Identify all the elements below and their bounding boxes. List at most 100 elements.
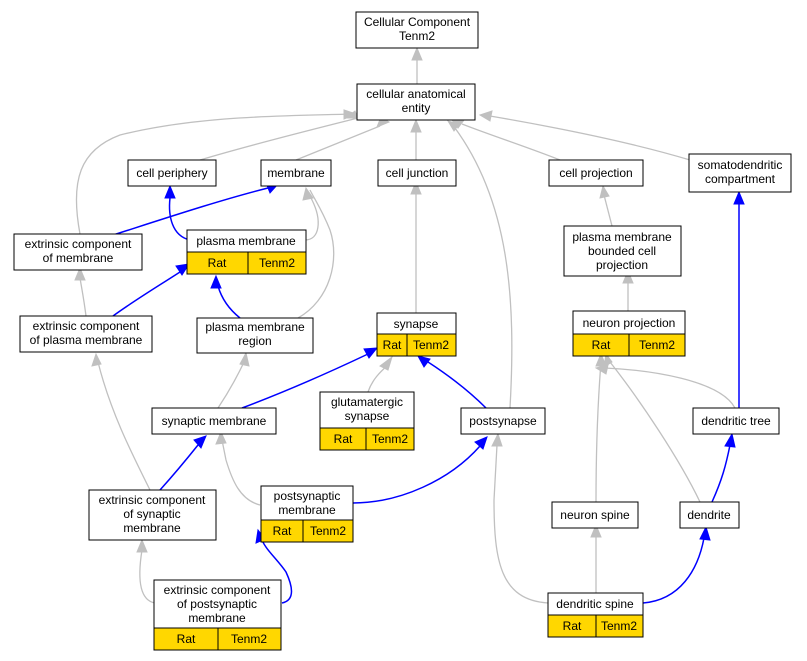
node-dendritic-spine[interactable]: dendritic spine Rat Tenm2 xyxy=(547,592,644,638)
gene-label: Tenm2 xyxy=(310,524,346,538)
arrowhead xyxy=(446,120,460,132)
arrowhead xyxy=(302,186,314,201)
edge-synmem-to-synapse xyxy=(241,353,369,409)
node-label: of synaptic xyxy=(123,507,180,521)
arrowhead xyxy=(193,435,207,449)
edge-extsyn-to-synmem xyxy=(221,439,261,506)
node-label: postsynaptic xyxy=(274,489,341,503)
gene-label: Tenm2 xyxy=(372,432,408,446)
node-label: plasma membrane xyxy=(196,234,296,248)
species-label: Rat xyxy=(383,338,402,352)
node-extrinsic-component-of-membrane[interactable]: extrinsic component of membrane xyxy=(13,233,143,271)
node-label: membrane xyxy=(278,503,336,517)
gene-label: Tenm2 xyxy=(259,256,295,270)
arrowhead xyxy=(478,110,493,122)
node-cellular-component-tenm2[interactable]: Cellular Component Tenm2 xyxy=(355,11,479,49)
arrowhead xyxy=(411,46,423,61)
gene-label: Tenm2 xyxy=(639,338,675,352)
node-label: somatodendritic xyxy=(698,158,783,172)
edge-dendrite-to-dendtree xyxy=(711,444,731,503)
node-label: membrane xyxy=(123,521,181,535)
edge-pmregion-to-membrane xyxy=(297,189,335,319)
edge-synmem-to-pmregion xyxy=(217,359,246,409)
node-cellular-anatomical-entity[interactable]: cellular anatomical entity xyxy=(356,83,476,121)
arrowhead xyxy=(343,109,358,120)
node-label: of plasma membrane xyxy=(30,333,143,347)
arrowhead xyxy=(417,355,431,368)
node-plasma-membrane-bounded-cell-projection[interactable]: plasma membrane bounded cell projection xyxy=(563,225,682,277)
node-label: plasma membrane xyxy=(205,320,305,334)
node-neuron-spine[interactable]: neuron spine xyxy=(551,501,639,529)
edge-extpost-to-postmem xyxy=(261,539,293,604)
node-label: region xyxy=(238,334,271,348)
edge-extsyn-to-synmem xyxy=(159,444,199,491)
species-label: Rat xyxy=(592,338,611,352)
node-dendrite[interactable]: dendrite xyxy=(679,501,740,529)
edge-postmem-to-postsynapse xyxy=(352,445,481,504)
edge-extpost-to-extsyn xyxy=(139,549,156,604)
node-neuron-projection[interactable]: neuron projection Rat Tenm2 xyxy=(572,310,686,357)
edge-extpm-to-pm xyxy=(112,271,181,317)
node-label: synaptic membrane xyxy=(162,414,267,428)
arrowhead xyxy=(136,538,148,553)
node-label: neuron projection xyxy=(583,316,676,330)
blue-edges xyxy=(109,187,740,604)
species-label: Rat xyxy=(334,432,353,446)
node-dendritic-tree[interactable]: dendritic tree xyxy=(692,407,780,435)
node-glutamatergic-synapse[interactable]: glutamatergic synapse Rat Tenm2 xyxy=(319,391,415,451)
species-label: Rat xyxy=(273,524,292,538)
node-plasma-membrane[interactable]: plasma membrane Rat Tenm2 xyxy=(186,229,307,275)
edge-cellperiphery-to-cae xyxy=(199,117,359,161)
node-label: of postsynaptic xyxy=(177,597,257,611)
node-synapse[interactable]: synapse Rat Tenm2 xyxy=(376,312,457,357)
node-label: synapse xyxy=(394,317,439,331)
species-label: Rat xyxy=(563,619,582,633)
node-label: Tenm2 xyxy=(399,29,435,43)
arrowhead xyxy=(74,266,86,281)
node-label: cell projection xyxy=(559,166,632,180)
node-label: dendrite xyxy=(687,508,731,522)
arrowhead xyxy=(622,269,634,284)
edge-membrane-to-cae xyxy=(295,125,381,161)
species-label: Rat xyxy=(208,256,227,270)
edge-neuronspine-to-neuronproj xyxy=(595,361,602,503)
node-label: Cellular Component xyxy=(364,15,471,29)
node-plasma-membrane-region[interactable]: plasma membrane region xyxy=(196,317,314,354)
node-label: extrinsic component xyxy=(99,493,206,507)
arrowhead xyxy=(164,184,176,199)
node-extrinsic-component-of-plasma-membrane[interactable]: extrinsic component of plasma membrane xyxy=(19,315,153,353)
node-label: synapse xyxy=(345,409,390,423)
node-label: membrane xyxy=(267,166,325,180)
node-membrane[interactable]: membrane xyxy=(260,159,332,187)
edge-extpm-to-extmem xyxy=(79,277,87,317)
node-cell-projection[interactable]: cell projection xyxy=(548,159,644,187)
arrowhead xyxy=(410,180,422,195)
edge-pmregion-to-pm xyxy=(217,285,241,319)
node-label: extrinsic component xyxy=(33,319,140,333)
node-cell-periphery[interactable]: cell periphery xyxy=(127,159,217,187)
node-synaptic-membrane[interactable]: synaptic membrane xyxy=(151,407,277,435)
gray-arrowheads xyxy=(74,46,634,553)
edge-dendtree-to-neuronproj xyxy=(604,367,736,409)
arrowhead xyxy=(599,184,610,199)
node-label: cell periphery xyxy=(136,166,207,180)
edge-dendspine-to-dendrite xyxy=(642,537,705,604)
node-extrinsic-component-of-postsynaptic-membrane[interactable]: extrinsic component of postsynaptic memb… xyxy=(153,579,282,651)
edge-pmbcp-to-cellprojection xyxy=(603,194,613,227)
edge-postsynapse-to-cae xyxy=(451,123,513,409)
arrowhead xyxy=(590,523,602,538)
arrowhead xyxy=(410,118,422,133)
edge-extmem-to-cae xyxy=(75,113,353,235)
arrowhead xyxy=(91,352,102,367)
node-label: projection xyxy=(596,258,648,272)
node-postsynaptic-membrane[interactable]: postsynaptic membrane Rat Tenm2 xyxy=(260,485,354,543)
node-cell-junction[interactable]: cell junction xyxy=(377,159,457,187)
node-label: cellular anatomical xyxy=(366,87,465,101)
node-somatodendritic-compartment[interactable]: somatodendritic compartment xyxy=(688,153,792,193)
node-postsynapse[interactable]: postsynapse xyxy=(460,407,546,435)
gene-label: Tenm2 xyxy=(601,619,637,633)
node-extrinsic-component-of-synaptic-membrane[interactable]: extrinsic component of synaptic membrane xyxy=(88,489,217,541)
node-label: extrinsic component xyxy=(164,583,271,597)
edge-dendrite-to-neuronproj xyxy=(609,361,701,503)
node-label: dendritic tree xyxy=(701,414,771,428)
